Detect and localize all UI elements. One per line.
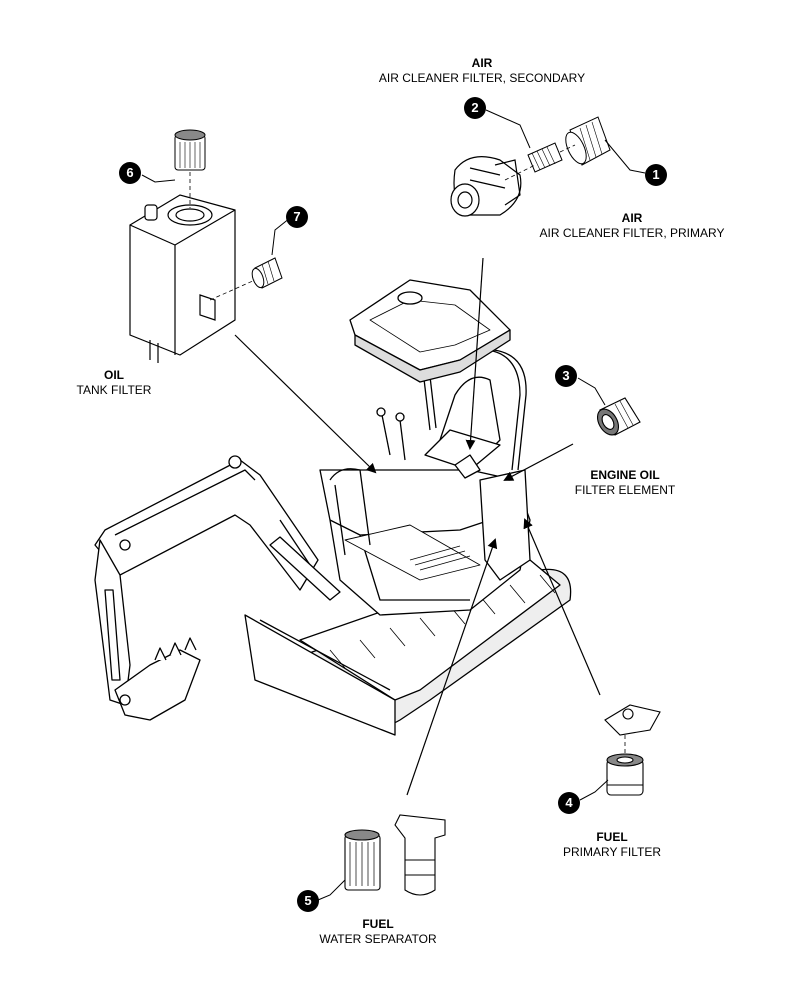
excavator-illustration: [94, 279, 572, 736]
label-air-secondary: AIR AIR CLEANER FILTER, SECONDARY: [362, 56, 602, 86]
label-air-primary-description: AIR CLEANER FILTER, PRIMARY: [539, 226, 725, 240]
leader-air: [465, 257, 484, 450]
oil-tank-filter-top: [174, 129, 206, 171]
oil-tank-filter-side: [251, 257, 283, 289]
air-cleaner-housing: [450, 156, 522, 217]
callout-lines: [141, 109, 646, 901]
leader-lines: [234, 257, 601, 796]
label-air-primary: AIR AIR CLEANER FILTER, PRIMARY: [522, 211, 742, 241]
label-air-primary-category: AIR: [621, 211, 643, 225]
callout-6: 6: [119, 162, 141, 184]
air-primary-filter: [565, 116, 611, 166]
callout-7: 7: [286, 206, 308, 228]
label-engine-oil: ENGINE OIL FILTER ELEMENT: [560, 468, 690, 498]
label-fuel-primary-description: PRIMARY FILTER: [562, 845, 662, 859]
label-engine-oil-category: ENGINE OIL: [590, 468, 660, 482]
leader-fuel-primary: [523, 518, 601, 696]
label-fuel-water-description: WATER SEPARATOR: [319, 932, 437, 946]
label-fuel-primary-category: FUEL: [596, 830, 628, 844]
label-oil-tank: OIL TANK FILTER: [54, 368, 174, 398]
label-fuel-primary: FUEL PRIMARY FILTER: [552, 830, 672, 860]
callout-4: 4: [558, 792, 580, 814]
leader-fuel-water: [406, 538, 498, 796]
leader-oil-tank: [234, 334, 377, 474]
label-oil-tank-category: OIL: [104, 368, 124, 382]
label-oil-tank-description: TANK FILTER: [76, 383, 152, 397]
hydraulic-tank: [129, 194, 236, 363]
label-air-secondary-description: AIR CLEANER FILTER, SECONDARY: [378, 71, 586, 85]
label-air-secondary-category: AIR: [471, 56, 493, 70]
callout-5: 5: [297, 890, 319, 912]
air-secondary-filter: [527, 142, 563, 173]
label-fuel-water-category: FUEL: [362, 917, 394, 931]
callout-3: 3: [555, 365, 577, 387]
callout-2: 2: [464, 97, 486, 119]
label-engine-oil-description: FILTER ELEMENT: [574, 483, 676, 497]
fuel-water-separator: [344, 814, 446, 896]
label-fuel-water: FUEL WATER SEPARATOR: [313, 917, 443, 947]
engine-oil-filter: [596, 397, 641, 436]
callout-1: 1: [645, 164, 667, 186]
leader-engine-oil: [503, 443, 574, 481]
fuel-primary-filter: [604, 704, 661, 796]
